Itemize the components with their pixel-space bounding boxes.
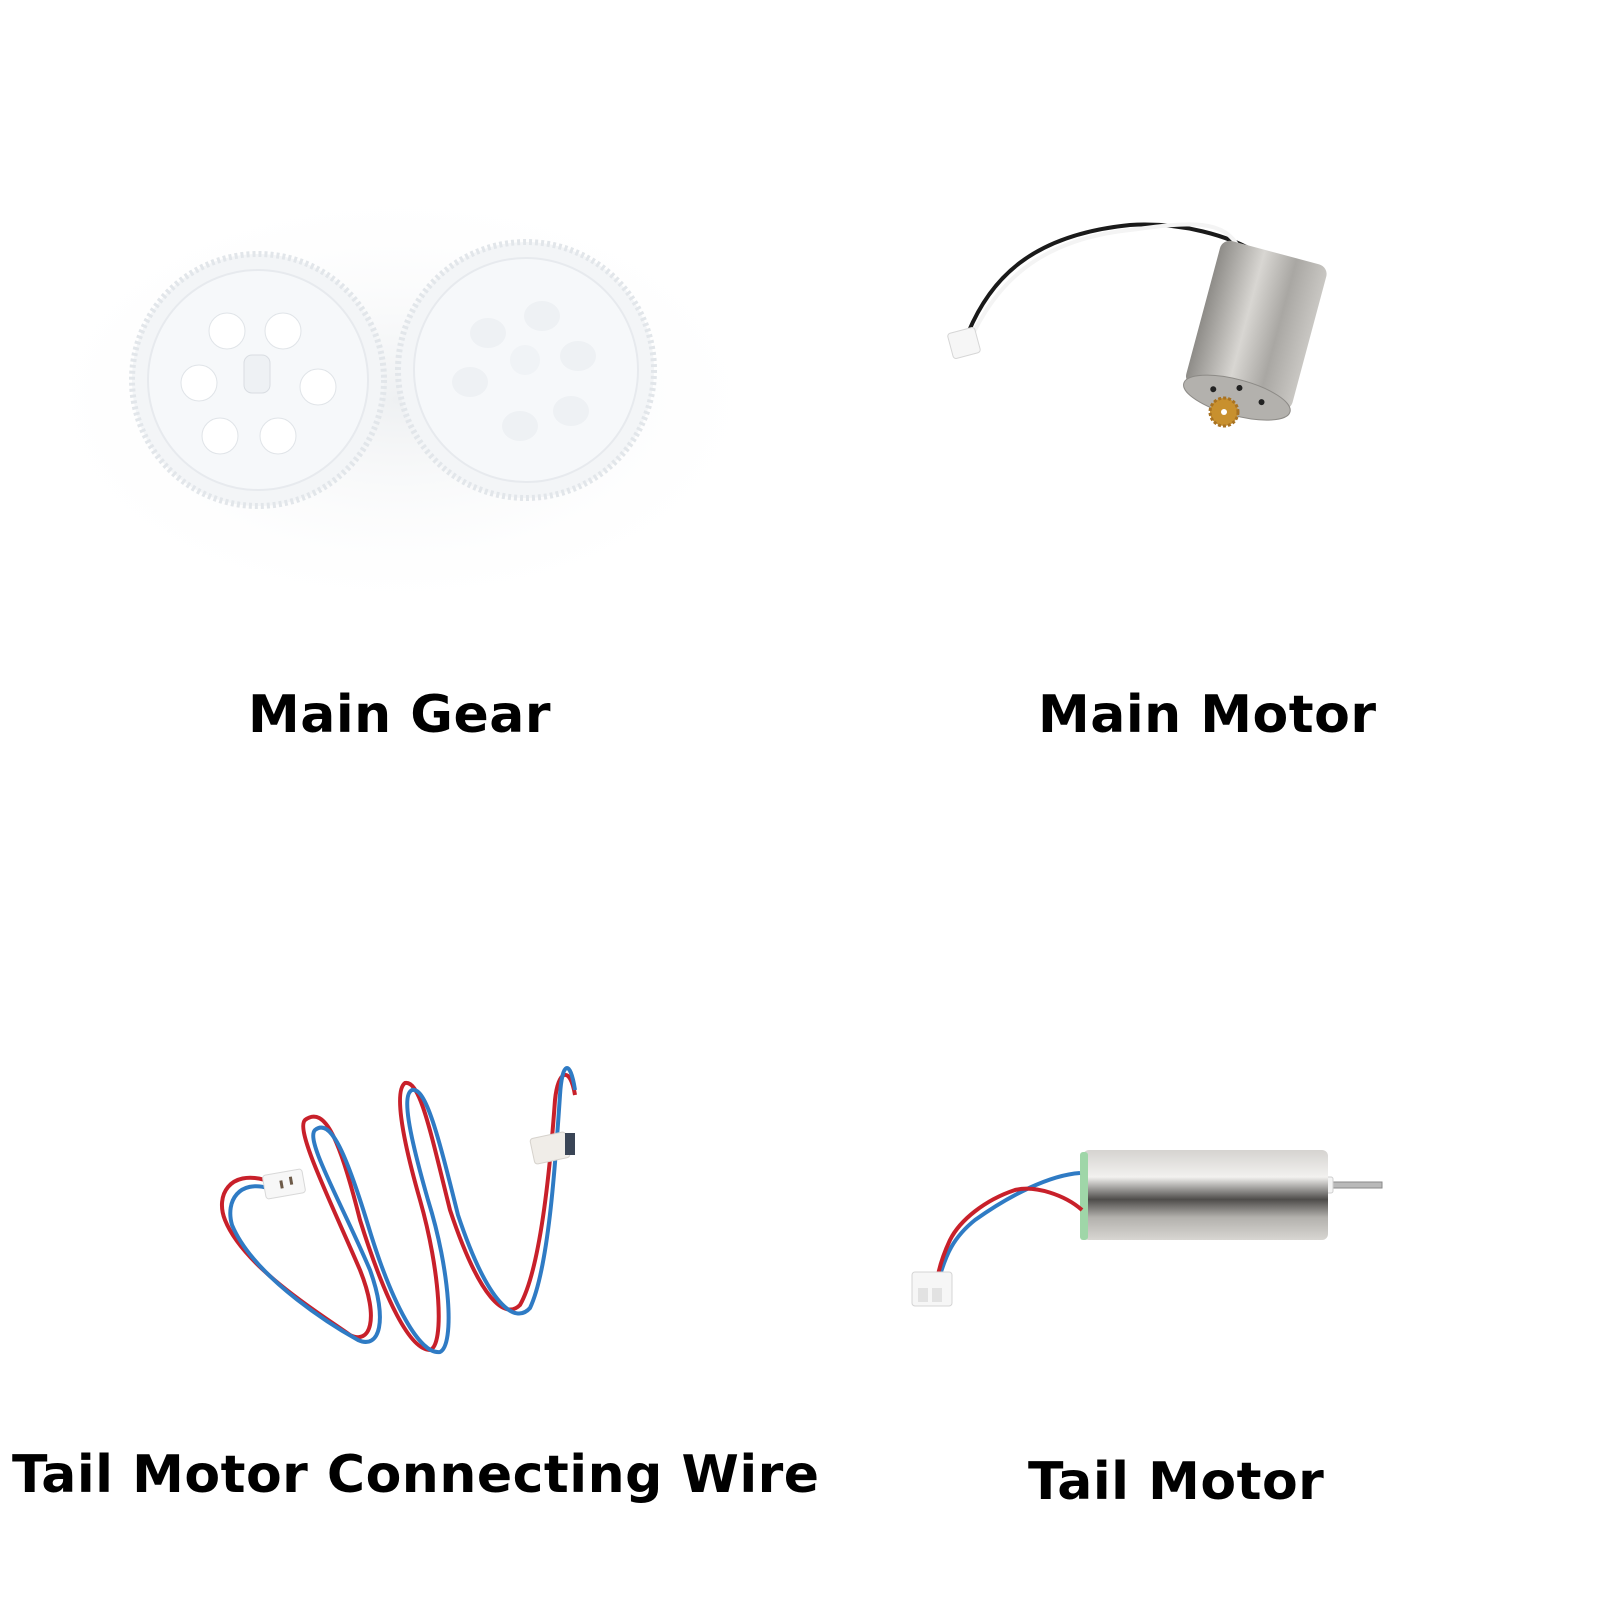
main-gear-label: Main Gear [248, 685, 551, 745]
main-motor-label: Main Motor [1038, 685, 1377, 745]
tail-motor-image [911, 1150, 1383, 1307]
tail-motor-label: Tail Motor [1028, 1452, 1325, 1512]
tail-motor-connecting-wire-panel: Tail Motor Connecting Wire [0, 800, 819, 1600]
main-gear-panel: Main Gear [0, 0, 800, 780]
main-gear-image [20, 180, 780, 620]
main-motor-panel: Main Motor [800, 0, 1600, 780]
tail-motor-connecting-wire-label: Tail Motor Connecting Wire [12, 1445, 820, 1505]
tail-motor-connecting-wire-image [219, 1066, 577, 1355]
main-motor-image [947, 222, 1327, 428]
tail-motor-panel: Tail Motor [800, 800, 1600, 1600]
